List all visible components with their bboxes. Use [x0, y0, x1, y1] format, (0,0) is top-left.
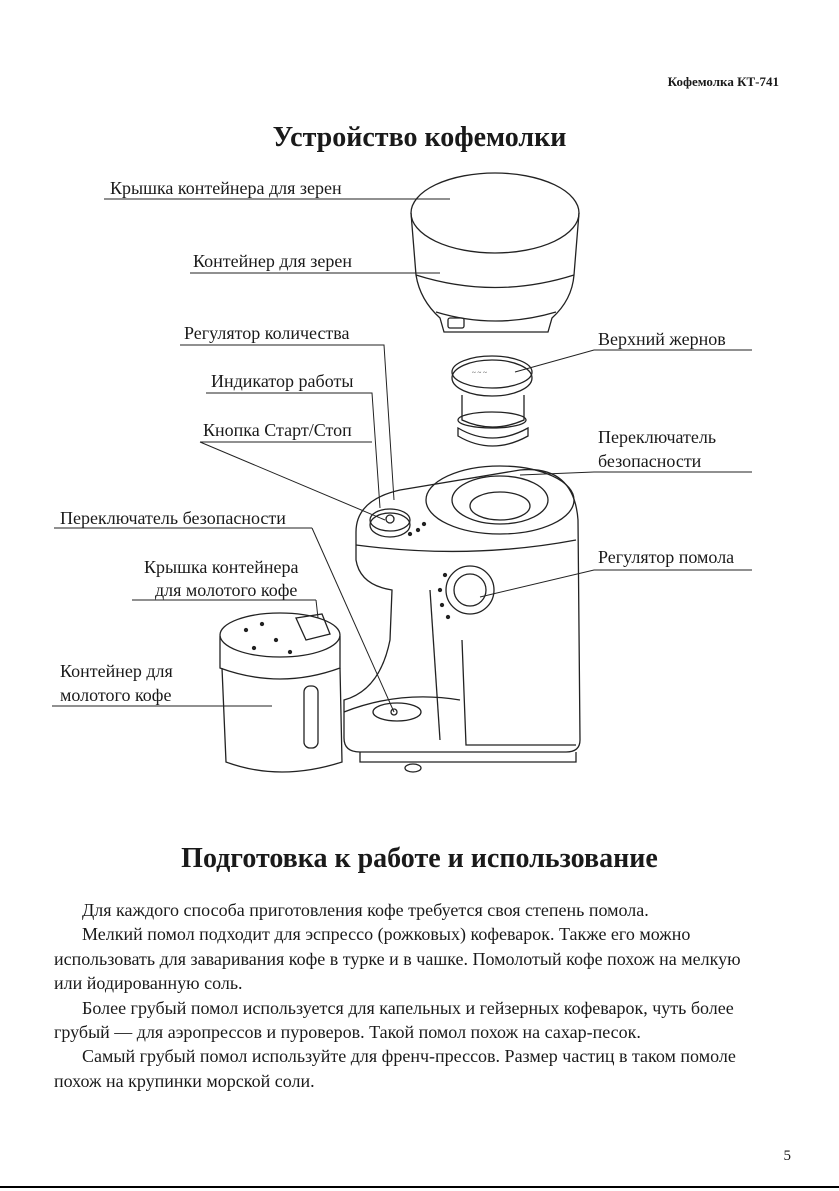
label-ground-lid-line2: для молотого кофе	[155, 580, 298, 600]
label-ground-container-line2: молотого кофе	[60, 685, 172, 705]
section-title-device: Устройство кофемолки	[272, 122, 567, 153]
label-ground-container-line1: Контейнер для	[60, 661, 173, 681]
label-safety-switch-right-line2: безопасности	[598, 451, 702, 471]
paragraph-3: Более грубый помол используется для капе…	[54, 997, 734, 1043]
grind-dial-drawing	[437, 565, 495, 620]
page-number: 5	[783, 1148, 792, 1164]
label-start-stop: Кнопка Старт/Стоп	[203, 420, 352, 440]
coffee-grinder-diagram: ~ ~ ~	[52, 172, 752, 773]
label-work-indicator: Индикатор работы	[211, 371, 354, 391]
label-quantity-regulator: Регулятор количества	[184, 323, 350, 343]
label-grind-regulator: Регулятор помола	[598, 547, 735, 567]
ground-container-drawing	[219, 612, 343, 773]
leader-lines	[52, 198, 752, 713]
label-ground-lid-line1: Крышка контейнера	[144, 557, 299, 577]
bottom-rule	[0, 1186, 839, 1188]
label-safety-switch-left: Переключатель безопасности	[60, 508, 286, 528]
label-bean-lid: Крышка контейнера для зерен	[110, 178, 342, 198]
bean-container-drawing	[410, 172, 580, 333]
usage-body-text: Для каждого способа приготовления кофе т…	[54, 898, 772, 1093]
label-bean-container: Контейнер для зерен	[193, 251, 352, 271]
paragraph-4: Самый грубый помол используйте для френч…	[54, 1046, 736, 1091]
quantity-dial-drawing	[369, 508, 427, 538]
label-upper-burr: Верхний жернов	[598, 329, 726, 349]
paragraph-1: Для каждого способа приготовления кофе т…	[82, 900, 649, 920]
upper-burr-drawing: ~ ~ ~	[451, 355, 533, 447]
label-safety-switch-right-line1: Переключатель	[598, 427, 717, 447]
section-title-usage: Подготовка к работе и использование	[181, 843, 658, 874]
grinder-body-drawing	[343, 465, 581, 773]
paragraph-2: Мелкий помол подходит для эспрессо (рожк…	[54, 924, 741, 994]
svg-text:~ ~ ~: ~ ~ ~	[472, 369, 487, 377]
header-model-name: Кофемолка КТ-741	[667, 74, 779, 89]
